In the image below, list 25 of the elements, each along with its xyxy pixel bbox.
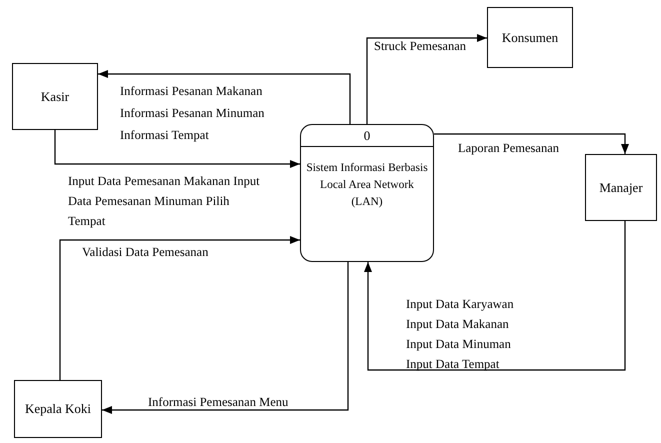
entity-label: Kepala Koki: [24, 400, 92, 418]
arrow: [54, 130, 300, 168]
edge-label: Input Data Pemesanan Makanan Input Data Pemesanan Minuman Pilih Tempat: [68, 173, 261, 230]
edge-label: Laporan Pemesanan: [458, 140, 560, 157]
edge-label: Input Data Karyawan Input Data Makanan Input Data Minuman Input Data Tempat: [406, 296, 515, 373]
entity-label: Konsumen: [502, 28, 558, 47]
entity-box: [585, 154, 657, 221]
arrow: [434, 133, 629, 154]
entity-label: Kasir: [40, 88, 70, 106]
entity-box: [12, 63, 98, 130]
edge-label: Validasi Data Pemesanan: [82, 244, 210, 261]
entity-label: Manajer: [599, 178, 643, 197]
process-label: Sistem Informasi Berbasis Local Area Network (LAN): [305, 161, 429, 210]
arrow: [59, 236, 300, 380]
process-box: [300, 124, 434, 262]
arrow: [102, 262, 349, 414]
arrow: [364, 221, 626, 371]
arrow: [366, 34, 487, 124]
edge-label: Informasi Pesanan Makanan Informasi Pesanan Minuman Informasi Tempat: [120, 83, 266, 144]
entity-box: [14, 380, 102, 438]
arrow: [98, 70, 351, 124]
process-number: 0: [301, 125, 433, 147]
edge-label: Informasi Pemesanan Menu: [148, 394, 290, 411]
edge-label: Struck Pemesanan: [374, 38, 467, 55]
entity-box: [487, 7, 573, 68]
